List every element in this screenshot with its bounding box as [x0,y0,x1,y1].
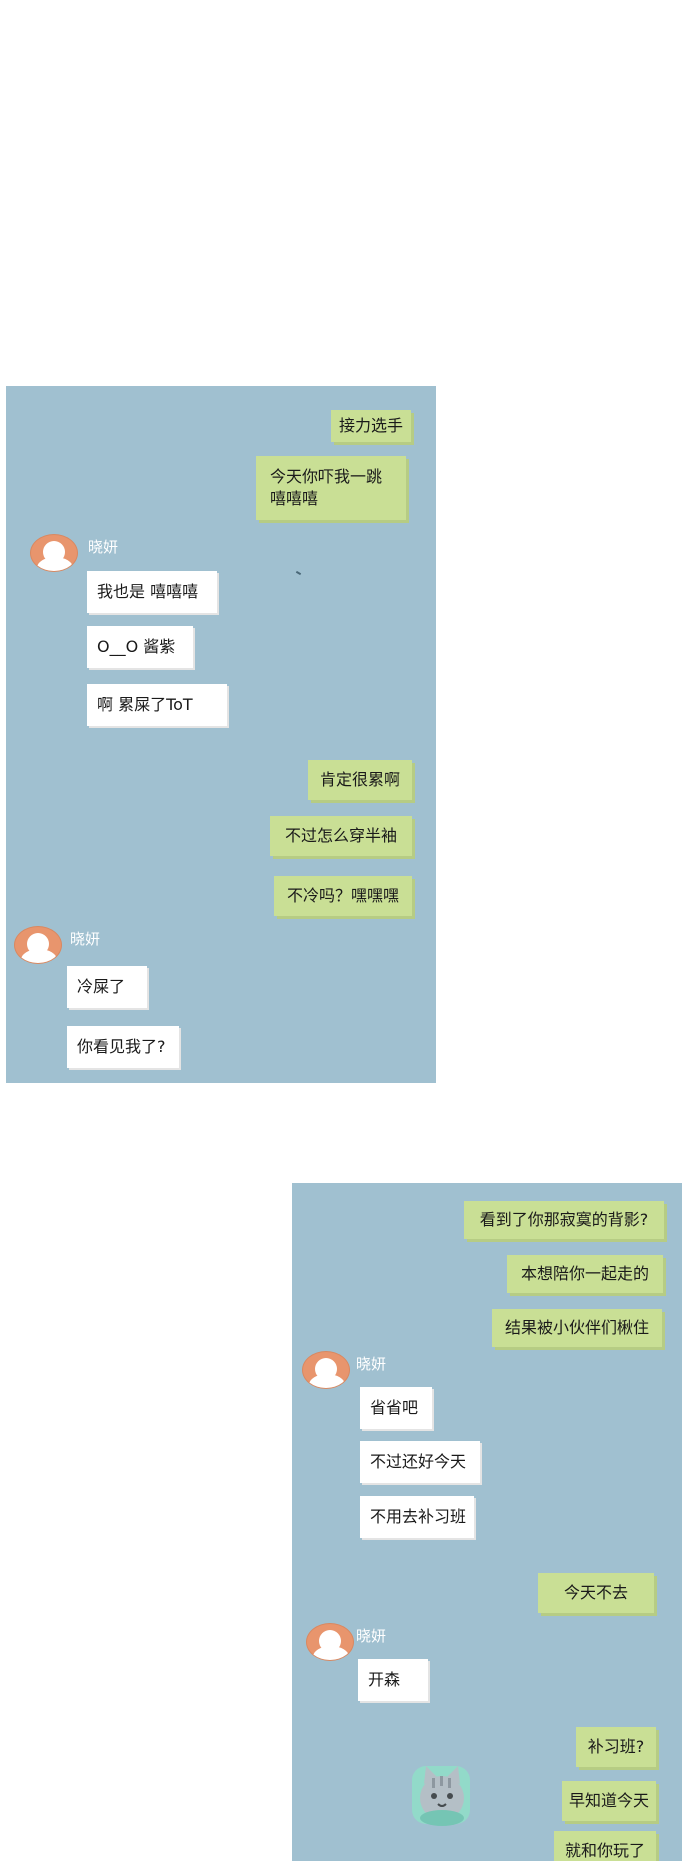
outgoing-message: 今天不去 [538,1573,654,1613]
avatar-body [309,1374,345,1388]
avatar-body [37,557,73,571]
incoming-message: 我也是 嘻嘻嘻 [87,571,217,613]
avatar[interactable] [30,534,78,572]
stray-mark [295,570,302,576]
outgoing-message: 不过怎么穿半袖 [270,816,412,856]
avatar[interactable] [302,1351,350,1389]
incoming-message: 啊 累屎了ToT [87,684,227,726]
outgoing-message: 不冷吗？嘿嘿嘿 [274,876,412,916]
sender-name: 晓妍 [70,930,101,948]
outgoing-message: 本想陪你一起走的 [507,1255,663,1293]
chat-panel-2: 看到了你那寂寞的背影? 本想陪你一起走的 结果被小伙伴们楸住 晓妍 省省吧 不过… [292,1183,682,1861]
outgoing-message: 结果被小伙伴们楸住 [492,1309,662,1347]
chat-panel-1: 接力选手 今天你吓我一跳 嘻嘻嘻 晓妍 我也是 嘻嘻嘻 O__O 酱紫 啊 累屎… [6,386,436,1083]
incoming-message: 冷屎了 [67,966,147,1008]
outgoing-message: 看到了你那寂寞的背影? [464,1201,664,1239]
message-line: 今天你吓我一跳 [270,467,383,486]
incoming-message: 你看见我了? [67,1026,179,1068]
avatar-body [21,949,57,963]
incoming-message: 开森 [358,1659,428,1701]
outgoing-message: 接力选手 [331,410,411,442]
sender-name: 晓妍 [88,538,119,556]
sender-name: 晓妍 [356,1627,387,1645]
outgoing-message: 早知道今天 [562,1781,656,1821]
watermark [408,1752,638,1832]
outgoing-message: 就和你玩了 [554,1831,656,1861]
incoming-message: O__O 酱紫 [87,626,193,668]
avatar[interactable] [306,1623,354,1661]
sender-name: 晓妍 [356,1355,387,1373]
outgoing-message: 补习班? [576,1727,656,1767]
incoming-message: 不过还好今天 [360,1441,480,1483]
outgoing-message: 肯定很累啊 [308,760,412,800]
avatar-body [313,1646,349,1660]
incoming-message: 不用去补习班 [360,1496,474,1538]
incoming-message: 省省吧 [360,1387,432,1429]
cat-logo-icon [412,1766,470,1826]
avatar[interactable] [14,926,62,964]
message-line: 嘻嘻嘻 [270,489,319,508]
outgoing-message: 今天你吓我一跳 嘻嘻嘻 [256,456,406,520]
